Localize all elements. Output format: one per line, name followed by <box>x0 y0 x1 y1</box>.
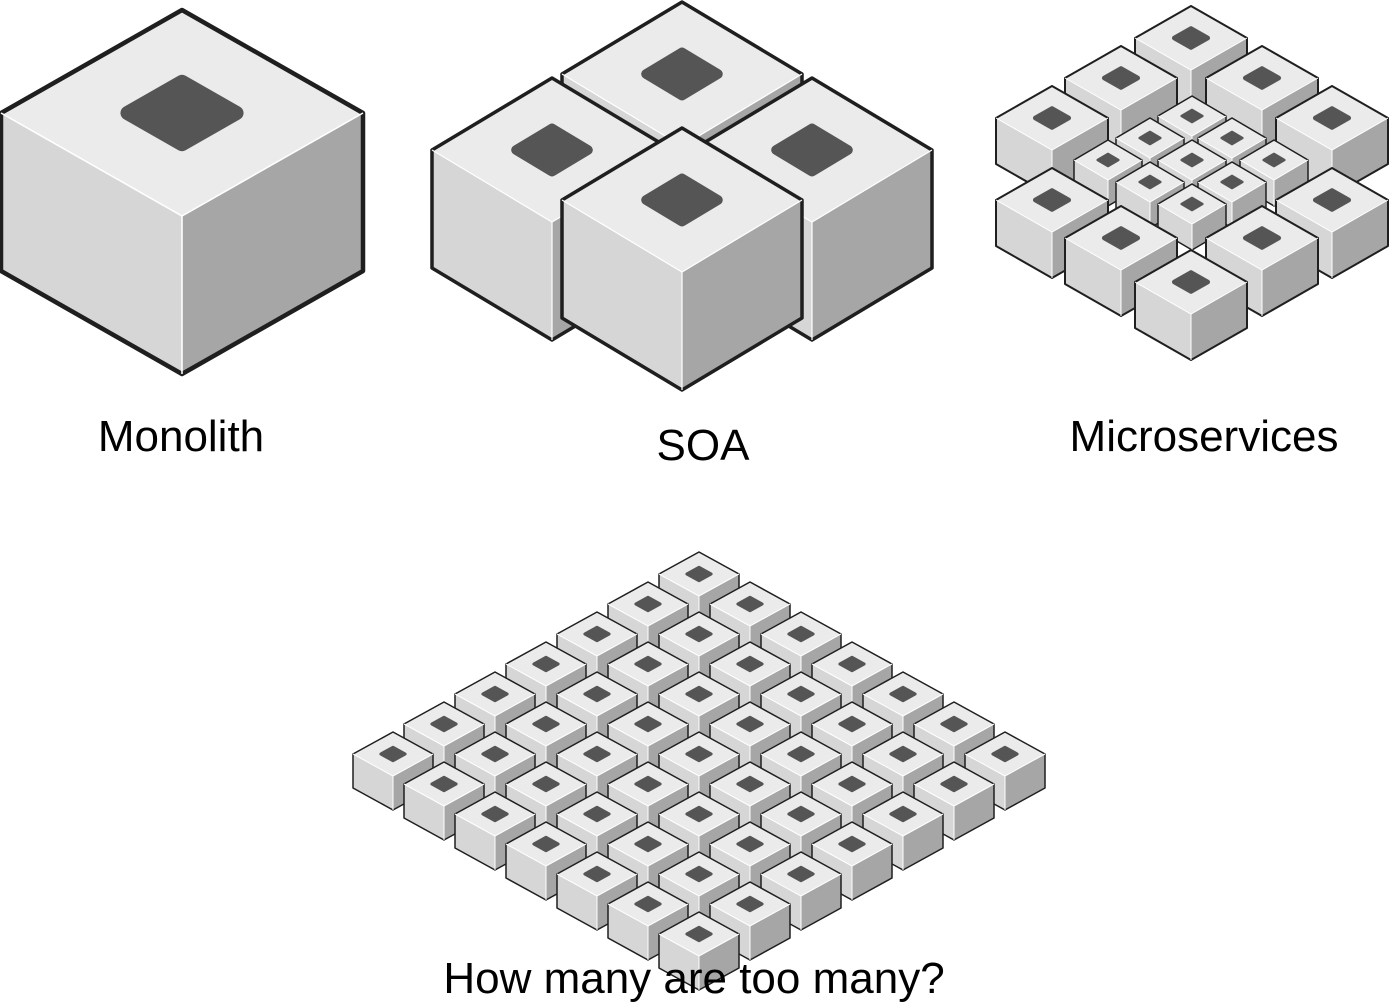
port-icon <box>481 685 509 703</box>
port-icon <box>787 745 815 763</box>
monolith-cube <box>0 7 366 377</box>
many-services-cube-grid <box>352 551 1046 991</box>
port-icon <box>787 625 815 643</box>
port-icon <box>1220 130 1244 146</box>
port-icon <box>1312 188 1352 212</box>
port-icon <box>889 745 917 763</box>
port-icon <box>634 835 662 853</box>
port-icon <box>1180 196 1204 212</box>
port-icon <box>532 715 560 733</box>
port-icon <box>511 123 593 177</box>
port-icon <box>532 835 560 853</box>
port-icon <box>1180 152 1204 168</box>
port-icon <box>120 74 244 152</box>
port-icon <box>685 805 713 823</box>
service-cube <box>862 791 944 871</box>
port-icon <box>685 925 713 943</box>
soa-cube <box>560 126 804 392</box>
port-icon <box>481 805 509 823</box>
port-icon <box>634 715 662 733</box>
port-icon <box>634 655 662 673</box>
port-icon <box>787 805 815 823</box>
port-icon <box>736 655 764 673</box>
port-icon <box>736 835 764 853</box>
port-icon <box>532 775 560 793</box>
port-icon <box>736 775 764 793</box>
microservice-cube <box>1205 205 1319 317</box>
port-icon <box>1096 152 1120 168</box>
port-icon <box>583 865 611 883</box>
port-icon <box>771 123 853 177</box>
service-cube <box>403 761 485 841</box>
port-icon <box>838 655 866 673</box>
service-cube <box>760 791 842 871</box>
port-icon <box>838 835 866 853</box>
port-icon <box>1101 66 1141 90</box>
port-icon <box>1180 108 1204 124</box>
port-icon <box>634 895 662 913</box>
port-icon <box>685 745 713 763</box>
port-icon <box>430 715 458 733</box>
port-icon <box>685 865 713 883</box>
port-icon <box>787 865 815 883</box>
port-icon <box>641 173 723 227</box>
monolith-label: Monolith <box>97 412 265 461</box>
port-icon <box>481 745 509 763</box>
port-icon <box>641 47 723 101</box>
port-icon <box>736 895 764 913</box>
port-icon <box>940 715 968 733</box>
microservice-cube-small <box>1157 183 1227 251</box>
port-icon <box>583 805 611 823</box>
port-icon <box>583 685 611 703</box>
port-icon <box>634 775 662 793</box>
microservices-label: Microservices <box>1069 412 1339 461</box>
service-cube <box>505 821 587 901</box>
service-cube <box>811 821 893 901</box>
service-cube <box>658 911 740 991</box>
port-icon <box>1242 226 1282 250</box>
port-icon <box>1032 106 1072 130</box>
port-icon <box>1171 26 1211 50</box>
port-icon <box>1101 226 1141 250</box>
port-icon <box>1220 174 1244 190</box>
port-icon <box>838 775 866 793</box>
port-icon <box>379 745 407 763</box>
service-cube <box>913 761 995 841</box>
port-icon <box>583 625 611 643</box>
port-icon <box>430 775 458 793</box>
port-icon <box>1138 174 1162 190</box>
service-cube <box>760 671 842 751</box>
port-icon <box>685 625 713 643</box>
port-icon <box>889 805 917 823</box>
port-icon <box>685 685 713 703</box>
microservices-cube-group <box>995 5 1389 361</box>
port-icon <box>532 655 560 673</box>
port-icon <box>634 595 662 613</box>
port-icon <box>1032 188 1072 212</box>
port-icon <box>1242 66 1282 90</box>
monolith-cube-group <box>0 7 366 377</box>
port-icon <box>685 565 713 583</box>
port-icon <box>838 715 866 733</box>
port-icon <box>889 685 917 703</box>
port-icon <box>787 685 815 703</box>
microservice-cube <box>1134 249 1248 361</box>
port-icon <box>736 595 764 613</box>
port-icon <box>583 745 611 763</box>
port-icon <box>940 775 968 793</box>
port-icon <box>736 715 764 733</box>
question-label: How many are too many? <box>443 954 945 1003</box>
port-icon <box>1312 106 1352 130</box>
soa-label: SOA <box>656 421 750 470</box>
service-cube <box>862 671 944 751</box>
port-icon <box>1262 152 1286 168</box>
soa-cube-group <box>430 0 934 392</box>
port-icon <box>1138 130 1162 146</box>
port-icon <box>1171 270 1211 294</box>
port-icon <box>991 745 1019 763</box>
